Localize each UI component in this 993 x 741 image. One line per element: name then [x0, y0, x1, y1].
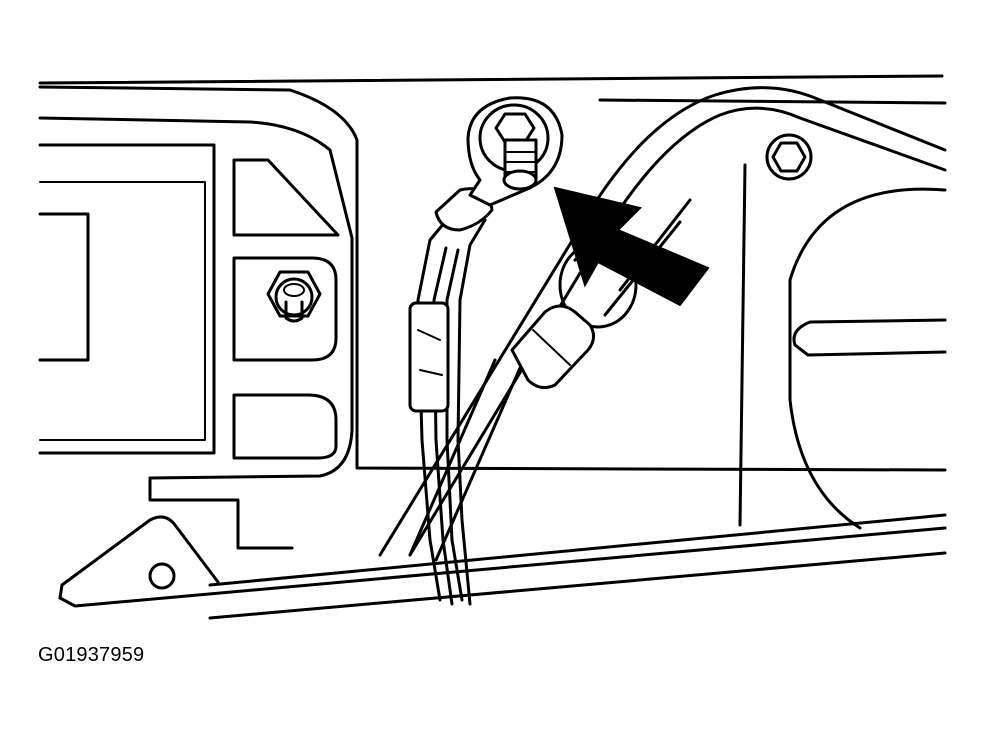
- bracket-nut-icon: [266, 270, 322, 323]
- wiring-harness: [408, 187, 494, 606]
- mounting-bracket: [38, 116, 354, 550]
- right-panel: [378, 86, 947, 557]
- arrow-icon: [553, 186, 710, 307]
- ground-terminal-icon: [466, 96, 564, 207]
- lower-strap: [58, 513, 947, 620]
- upper-panel-edge: [38, 74, 947, 472]
- figure-code: G01937959: [38, 644, 145, 666]
